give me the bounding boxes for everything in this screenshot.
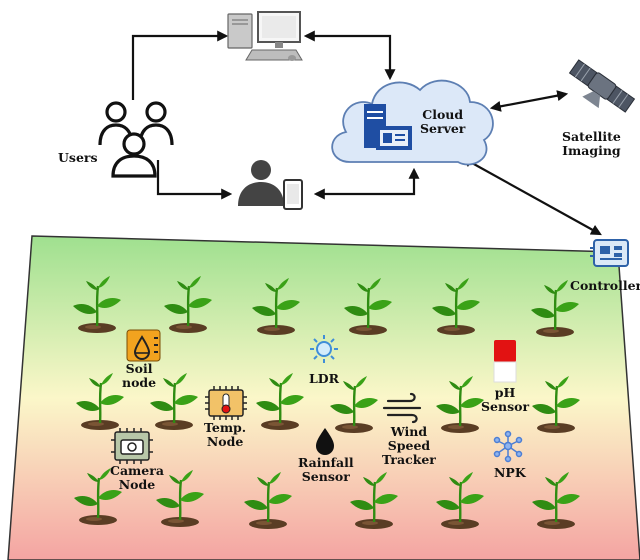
ldr-label: LDR — [309, 371, 340, 386]
cloud-server-label: Cloud Server — [420, 107, 466, 136]
users-group-icon — [98, 101, 174, 178]
camera-node-label: Camera Node — [110, 463, 164, 492]
wind-icon — [382, 392, 422, 424]
controller-chip-icon — [590, 239, 629, 267]
farm-field — [7, 235, 640, 560]
rain-drop-icon — [316, 428, 334, 455]
ldr-sun-icon — [310, 335, 338, 363]
temp-node-label: Temp. Node — [204, 420, 247, 449]
ph-sensor-label: pH Sensor — [481, 385, 530, 414]
desktop-computer-icon — [227, 11, 303, 61]
camera-chip-icon — [111, 428, 153, 464]
controller-label: Controller — [570, 278, 640, 293]
cloud-icon — [331, 79, 494, 166]
npk-network-icon — [493, 430, 523, 463]
satellite-icon — [568, 59, 636, 113]
wind-speed-tracker-label: Wind Speed Tracker — [382, 424, 436, 467]
users-label: Users — [58, 150, 98, 165]
satellite-imaging-label: Satellite Imaging — [562, 129, 621, 158]
rainfall-sensor-label: Rainfall Sensor — [298, 455, 354, 484]
user-with-phone-icon — [238, 160, 303, 210]
connectors — [131, 30, 602, 236]
ph-sensor-icon — [493, 340, 517, 383]
server-icon — [364, 104, 412, 150]
soil-moisture-icon — [126, 329, 161, 362]
temperature-chip-icon — [205, 386, 247, 420]
npk-label: NPK — [494, 465, 526, 480]
soil-node-label: Soil node — [122, 361, 157, 390]
